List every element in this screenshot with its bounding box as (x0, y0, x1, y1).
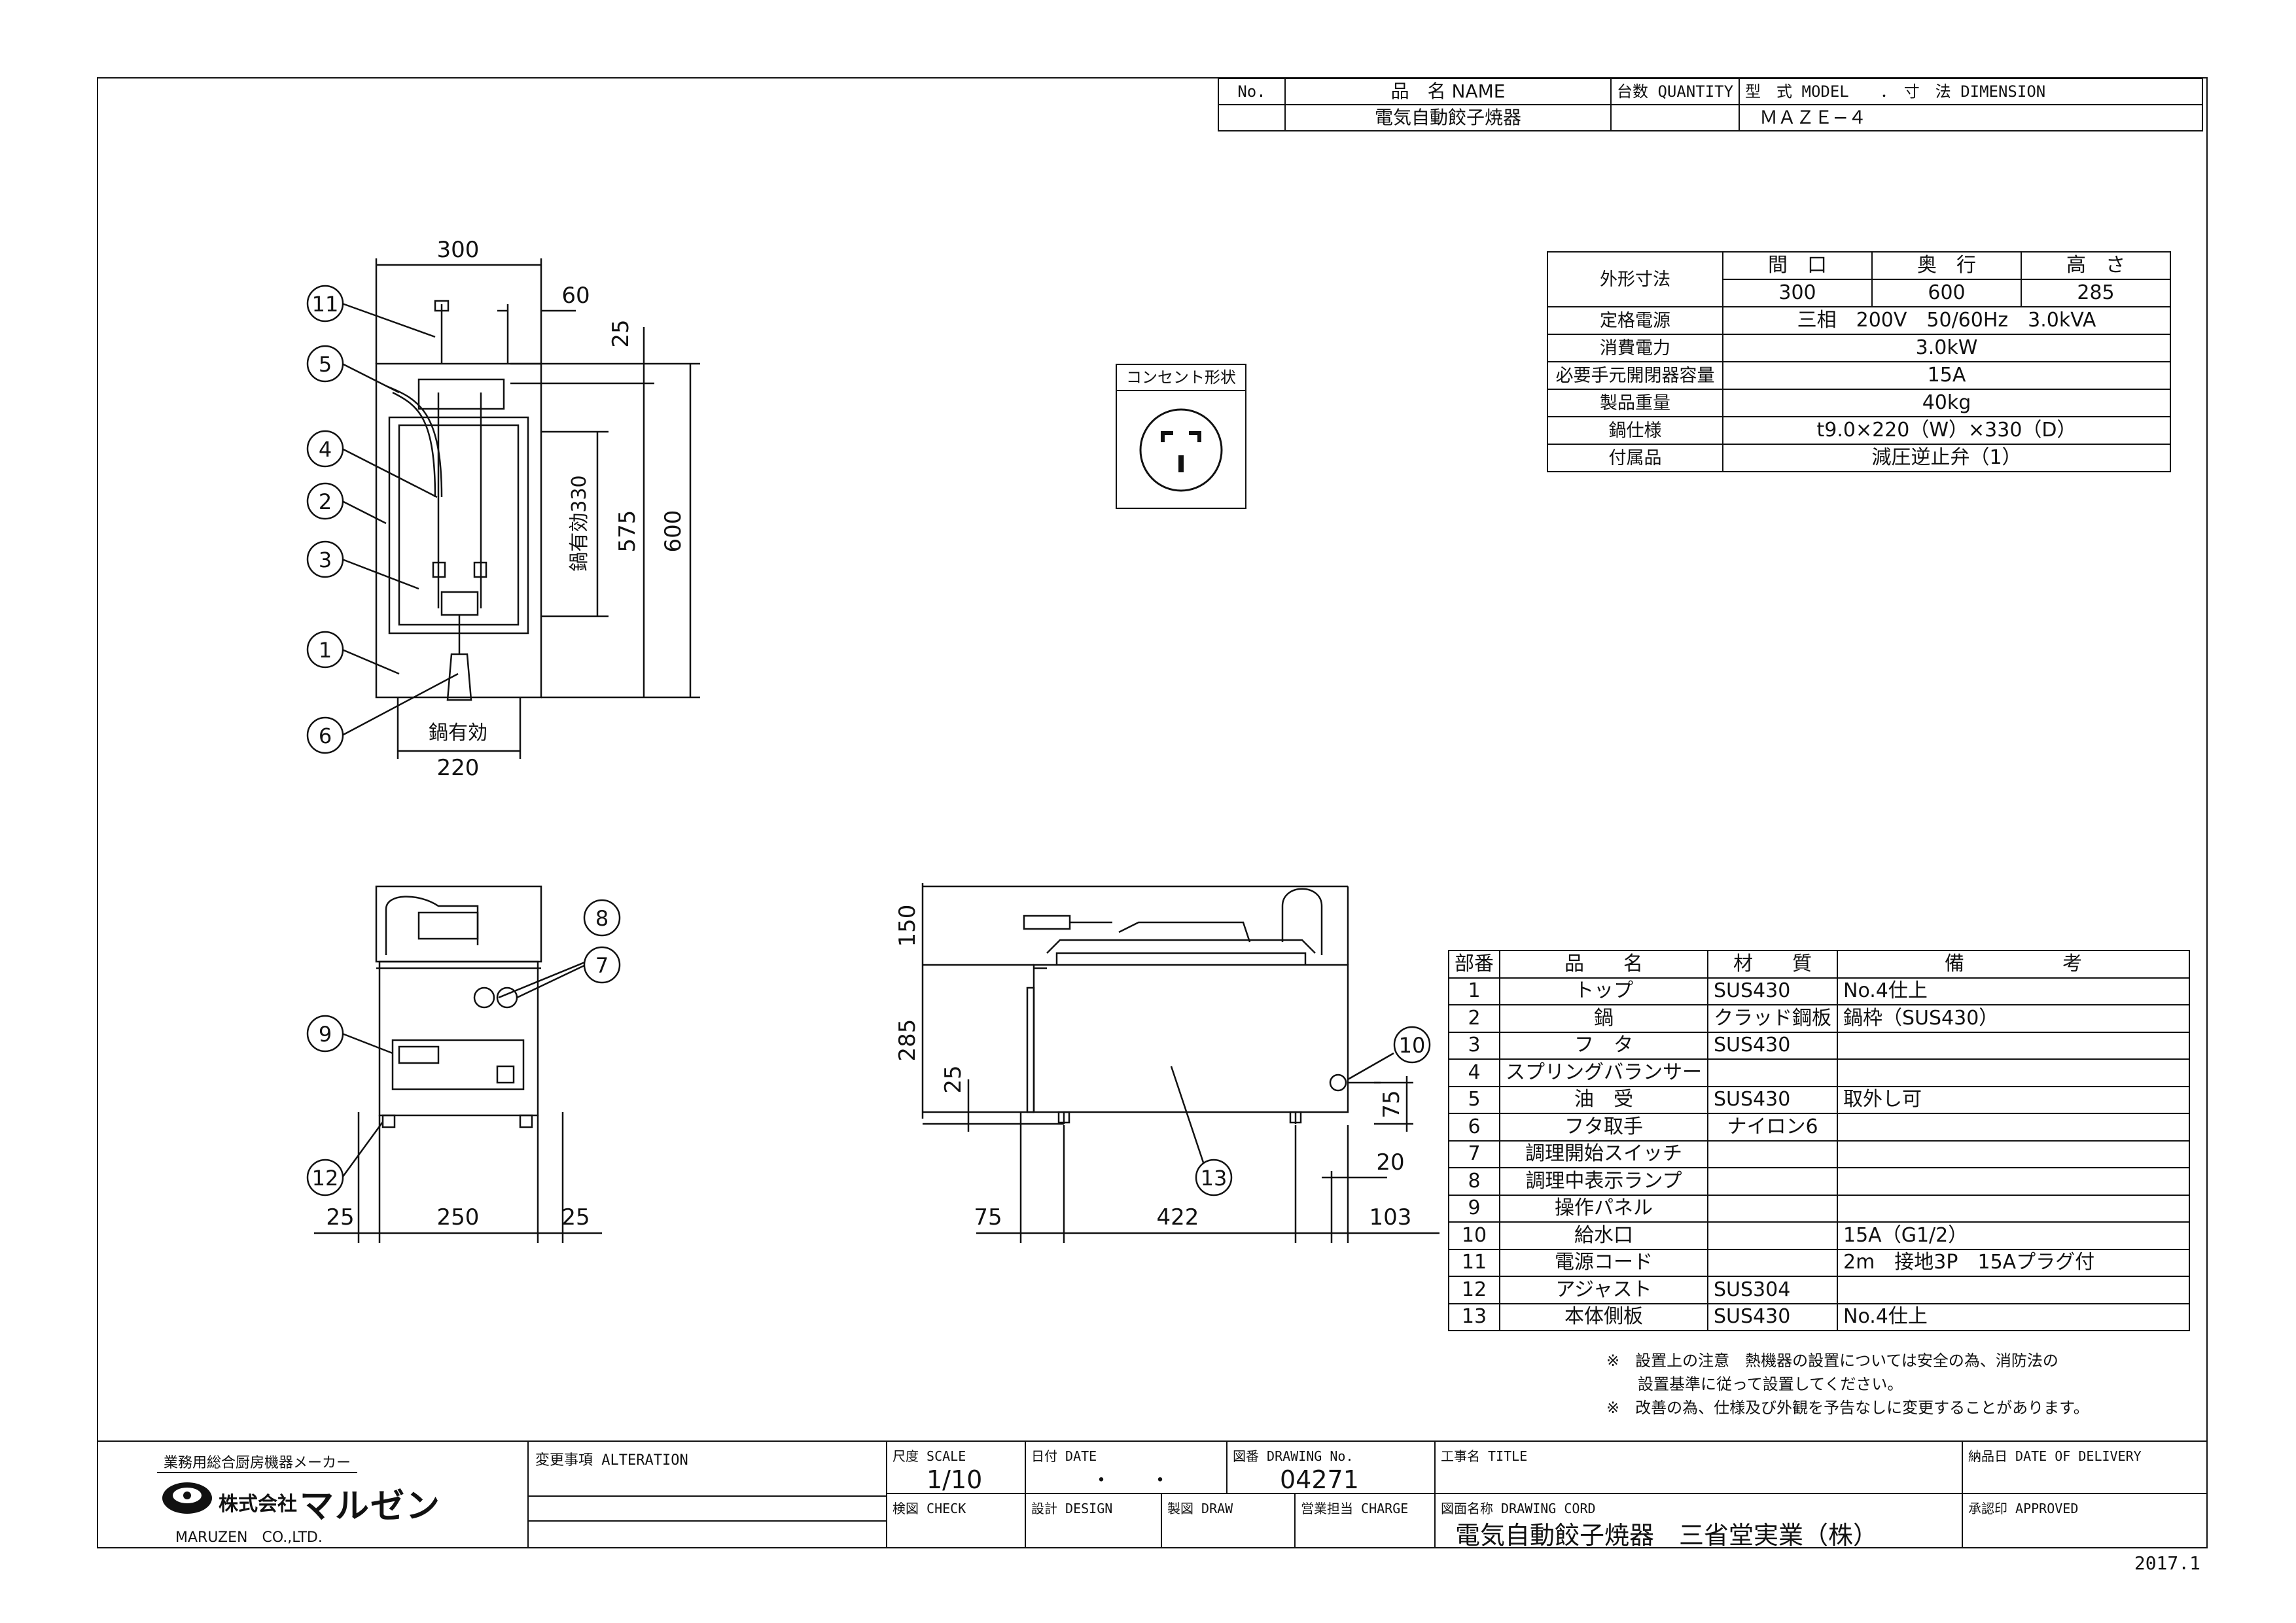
drawing-no-value: 04271 (1280, 1465, 1359, 1494)
issue-year: 2017.1 (2134, 1552, 2200, 1574)
footer-title-block: 業務用総合厨房機器メーカー 株式会社 マルゼン MARUZEN CO.,LTD.… (97, 1440, 2208, 1550)
no-value (1218, 104, 1286, 131)
drawing-no-cell: 図番 DRAWING No. 04271 (1226, 1440, 1436, 1494)
spec-value: t9.0×220（W）×330（D） (1722, 416, 2171, 445)
val-width: 300 (1722, 279, 1873, 307)
spec-label: 鍋仕様 (1547, 416, 1723, 445)
no-label: No. (1218, 78, 1286, 105)
spec-label: 必要手元開閉器容量 (1547, 361, 1723, 390)
drawing-no-label: 図番 DRAWING No. (1233, 1448, 1354, 1464)
spec-value: 減圧逆止弁（1） (1722, 444, 2171, 472)
model-value: ＭＡＺＥ−４ (1739, 104, 2204, 131)
date-cell: 日付 DATE ・ ・ (1025, 1440, 1227, 1494)
alteration-label: 変更事項 ALTERATION (535, 1452, 688, 1469)
parts-header: 部番 (1448, 950, 1500, 979)
charge-label: 営業担当 CHARGE (1301, 1501, 1409, 1516)
parts-header: 品 名 (1499, 950, 1708, 979)
spec-value: 3.0kW (1722, 334, 2171, 362)
col-height: 高 さ (2021, 251, 2171, 280)
scale-cell: 尺度 SCALE 1/10 (886, 1440, 1026, 1494)
delivery-label: 納品日 DATE OF DELIVERY (1968, 1448, 2142, 1464)
design-cell: 設計 DESIGN (1025, 1493, 1162, 1548)
design-label: 設計 DESIGN (1031, 1501, 1113, 1516)
delivery-cell: 納品日 DATE OF DELIVERY (1962, 1440, 2208, 1494)
alteration-cell: 変更事項 ALTERATION (527, 1440, 887, 1548)
draw-label: 製図 DRAW (1167, 1501, 1233, 1516)
parts-header: 材 質 (1707, 950, 1838, 979)
charge-cell: 営業担当 CHARGE (1294, 1493, 1436, 1548)
drawing-name-cell: 図面名称 DRAWING CORD 電気自動餃子焼器 三省堂実業（株） (1434, 1493, 1963, 1550)
title-label: 工事名 TITLE (1441, 1448, 1528, 1464)
col-width: 間 口 (1722, 251, 1873, 280)
product-name: 電気自動餃子焼器 (1284, 104, 1612, 131)
outer-dim-label: 外形寸法 (1547, 251, 1723, 307)
company-name: マルゼン (300, 1487, 442, 1526)
company-prefix: 株式会社 (219, 1493, 297, 1516)
note-line: 設置基準に従って設置してください。 (1606, 1375, 1903, 1393)
maker-caption: 業務用総合厨房機器メーカー (157, 1451, 358, 1473)
outlet-shape-box: コンセント形状 (1116, 364, 1246, 509)
installation-notes: ※ 設置上の注意 熱機器の設置については安全の為、消防法の 設置基準に従って設置… (1606, 1349, 2089, 1420)
val-height: 285 (2021, 279, 2171, 307)
scale-value: 1/10 (927, 1465, 983, 1494)
spec-table: 外形寸法 間 口 奥 行 高 さ 300 600 285 定格電源三相 200V… (1547, 251, 2171, 472)
draw-cell: 製図 DRAW (1161, 1493, 1296, 1548)
spec-value: 三相 200V 50/60Hz 3.0kVA (1722, 306, 2171, 335)
outlet-icon (1139, 408, 1223, 492)
date-label: 日付 DATE (1031, 1448, 1097, 1464)
note-line: ※ 設置上の注意 熱機器の設置については安全の為、消防法の (1606, 1352, 2058, 1370)
spec-value: 15A (1722, 361, 2171, 390)
val-depth: 600 (1871, 279, 2022, 307)
spec-value: 40kg (1722, 389, 2171, 417)
check-label: 検図 CHECK (892, 1501, 966, 1516)
spec-label: 付属品 (1547, 444, 1723, 472)
parts-header: 備 考 (1837, 950, 2190, 979)
title-cell: 工事名 TITLE (1434, 1440, 1963, 1494)
drawing-cord-label: 図面名称 DRAWING CORD (1441, 1501, 1596, 1516)
company-english: MARUZEN CO.,LTD. (175, 1529, 323, 1546)
quantity-label: 台数 QUANTITY (1610, 78, 1740, 105)
note-line: ※ 改善の為、仕様及び外観を予告なしに変更することがあります。 (1606, 1399, 2089, 1417)
col-depth: 奥 行 (1871, 251, 2022, 280)
approved-label: 承認印 APPROVED (1968, 1501, 2079, 1516)
model-label: 型 式 MODEL ． 寸 法 DIMENSION (1739, 78, 2204, 105)
check-cell: 検図 CHECK (886, 1493, 1026, 1548)
scale-label: 尺度 SCALE (892, 1448, 966, 1464)
spec-label: 製品重量 (1547, 389, 1723, 417)
outlet-label: コンセント形状 (1117, 365, 1245, 391)
approved-cell: 承認印 APPROVED (1962, 1493, 2208, 1548)
maker-cell: 業務用総合厨房機器メーカー 株式会社 マルゼン MARUZEN CO.,LTD. (97, 1440, 529, 1548)
title-header-table: No. 品 名 NAME 台数 QUANTITY 型 式 MODEL ． 寸 法… (1218, 78, 2204, 131)
spec-label: 消費電力 (1547, 334, 1723, 362)
company-logo-icon (162, 1482, 212, 1514)
drawing-name: 電気自動餃子焼器 三省堂実業（株） (1455, 1521, 1879, 1550)
quantity-value (1610, 104, 1740, 131)
spec-label: 定格電源 (1547, 306, 1723, 335)
name-label: 品 名 NAME (1284, 78, 1612, 105)
date-value: ・ ・ (1091, 1469, 1170, 1492)
